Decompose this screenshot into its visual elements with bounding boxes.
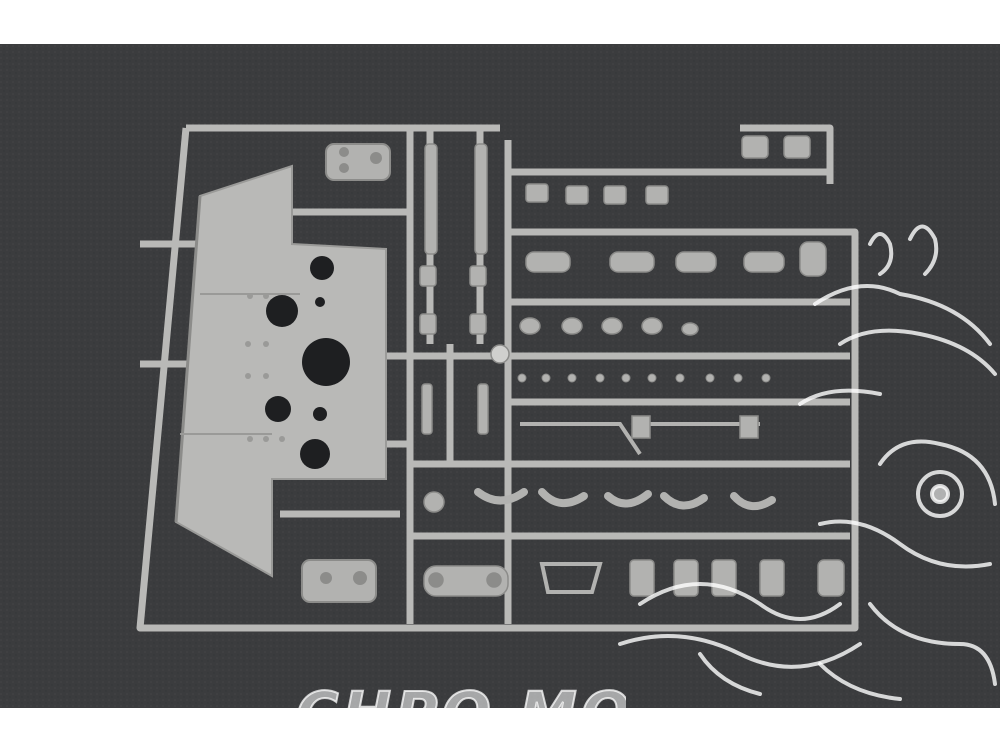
sprue-frame: [136, 124, 859, 632]
axle-part: [520, 415, 760, 456]
pin-parts: [517, 373, 771, 383]
hull-plate-part: [174, 164, 387, 578]
ring-part: [423, 491, 445, 513]
cylinder-parts: [525, 241, 827, 277]
mascot-watermark-icon: [618, 224, 997, 701]
bottom-row-parts: [423, 559, 845, 597]
rod-parts: [421, 143, 489, 435]
sprue-scene: [0, 44, 1000, 708]
watermark-text: CHPO MODEL: [296, 684, 626, 708]
product-photo: CHPO MODEL: [0, 44, 1000, 708]
cup-parts: [490, 317, 699, 364]
pipe-parts: [474, 488, 776, 510]
bracket-parts: [419, 135, 811, 335]
engine-deck-part-bottom: [301, 559, 377, 603]
table-surface: [0, 44, 1000, 708]
engine-deck-part-top: [325, 143, 391, 181]
